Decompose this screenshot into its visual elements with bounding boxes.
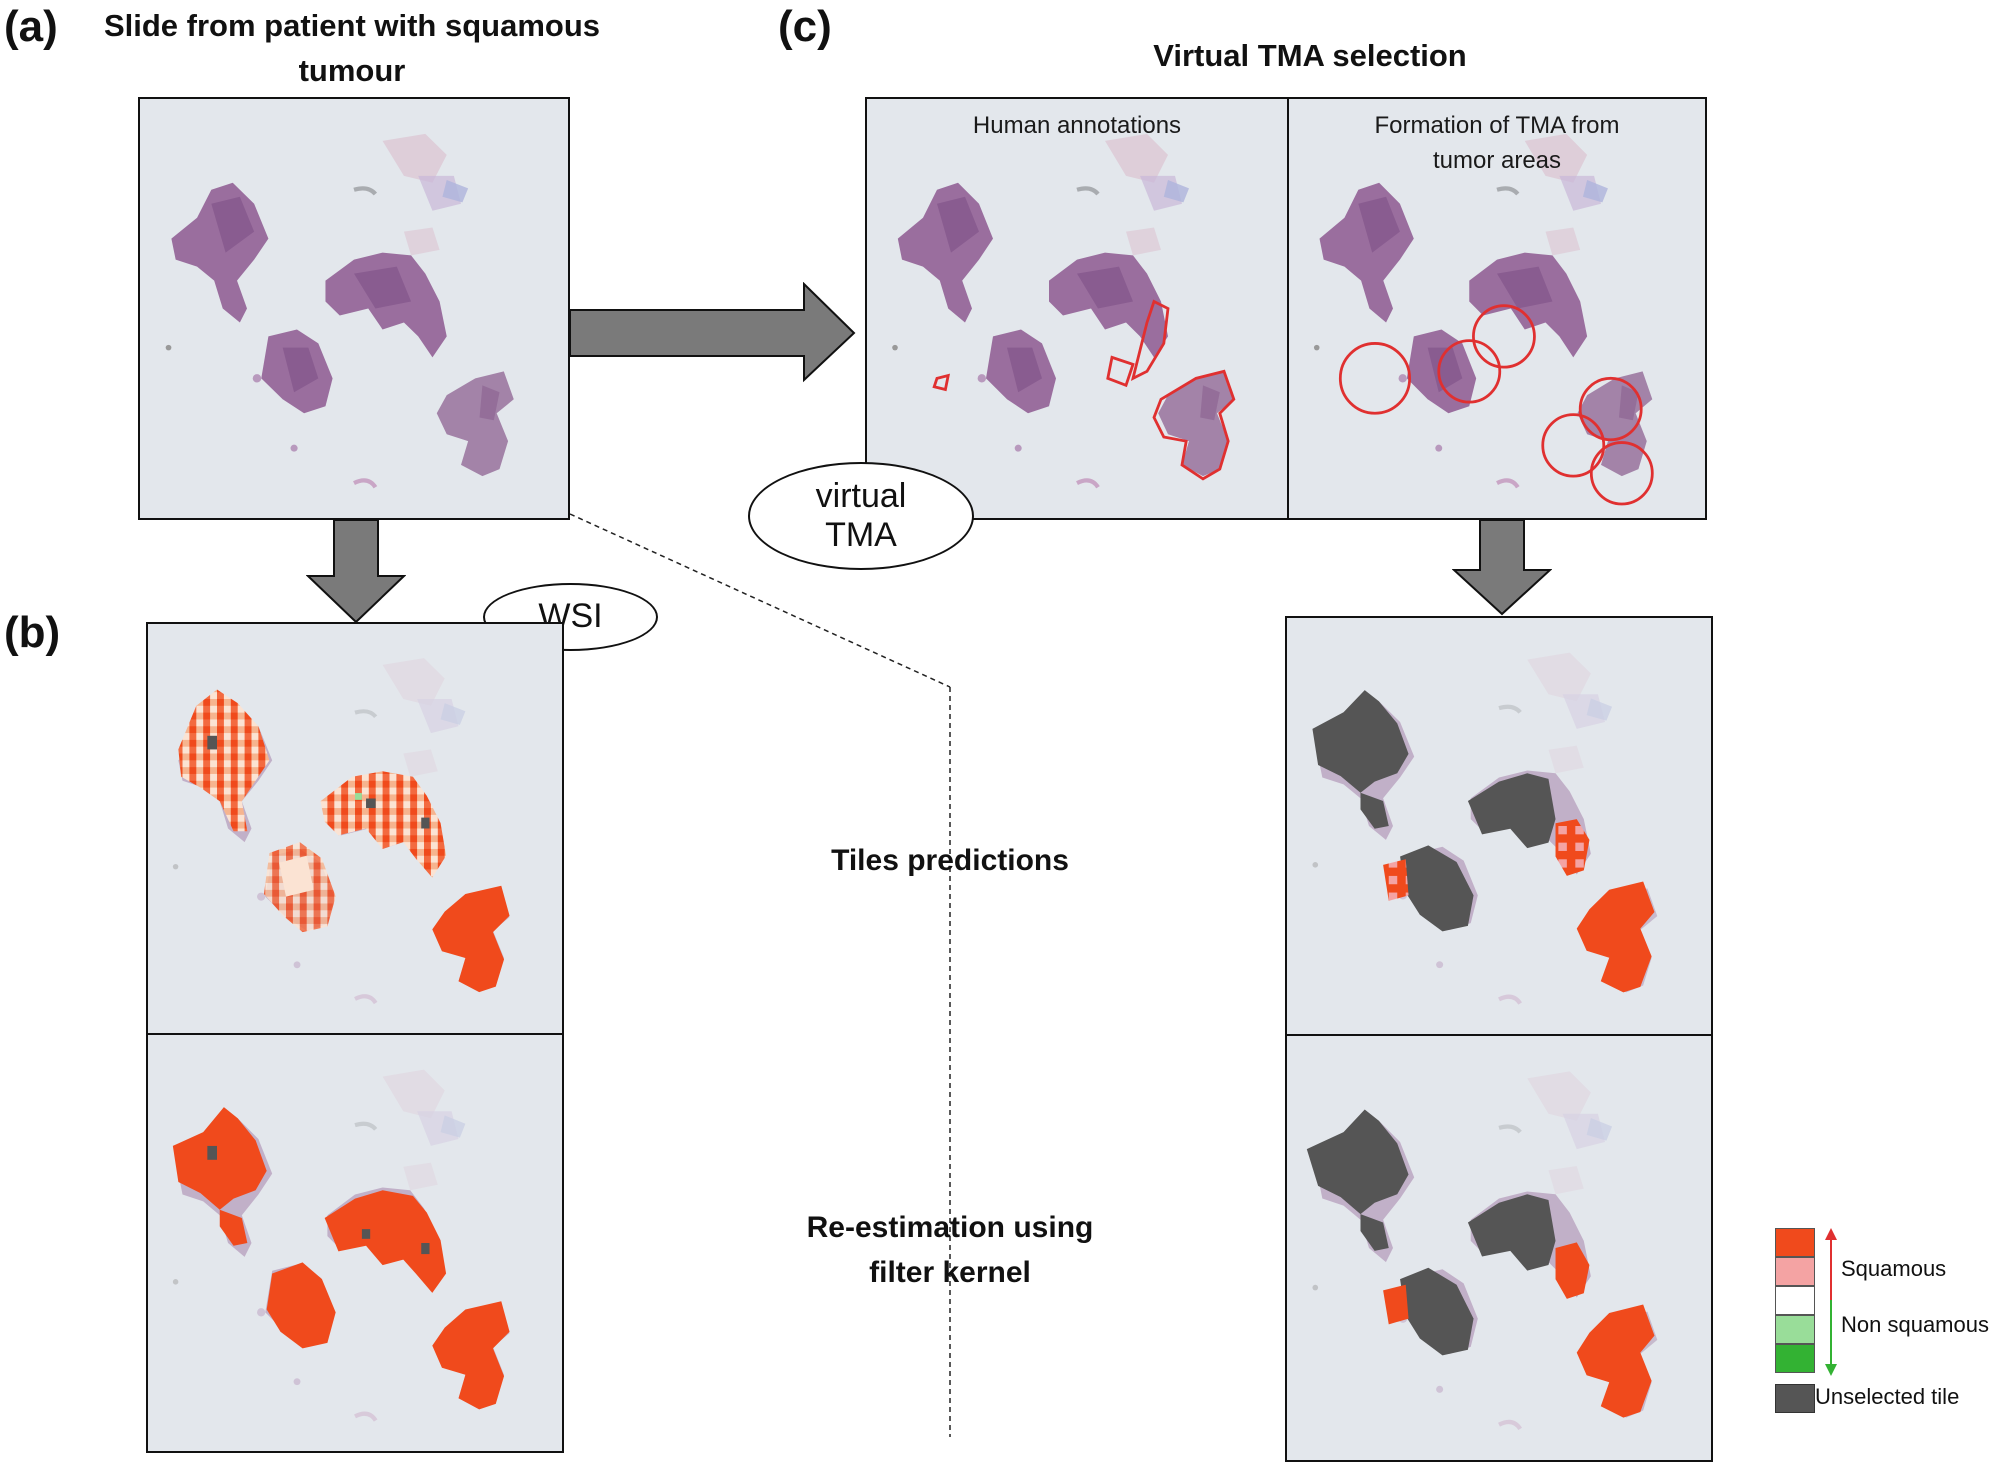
panel-c-title: Virtual TMA selection [1153, 38, 1467, 73]
panel-b-label: (b) [4, 608, 61, 657]
virtual-tma-line1: virtual [815, 476, 907, 515]
wsi-reestimation-image [148, 1035, 562, 1451]
legend-swatch-squamous-strong [1775, 1228, 1815, 1257]
tma-reestimation-image [1306, 1036, 1711, 1460]
virtual-tma-oval: virtual TMA [748, 462, 974, 570]
panel-c-label: (c) [778, 2, 832, 51]
legend-swatch-unselected [1775, 1384, 1815, 1413]
panel-a-title-line2: tumour [298, 52, 406, 88]
panel-a-slide [138, 97, 570, 520]
tma-formation-line1: Formation of TMA from [1374, 112, 1620, 139]
tma-tissue-image [1289, 99, 1705, 506]
reestimation-label: Re-estimation using filter kernel [760, 1205, 1140, 1295]
wsi-tile-predictions-image [148, 624, 562, 1033]
panel-c-tma: Formation of TMA from tumor areas [1287, 97, 1707, 520]
panel-a-title-line1: Slide from patient with squamous [103, 8, 601, 43]
arrow-down-left [306, 519, 406, 624]
tma-formation-label: Formation of TMA from tumor areas [1289, 109, 1705, 179]
tma-tile-predictions-image [1287, 618, 1711, 1034]
legend-squamous-label: Squamous [1841, 1256, 1947, 1281]
human-annotations-label: Human annotations [972, 112, 1182, 139]
slide-tissue-image [140, 99, 568, 518]
reestimation-line2: filter kernel [869, 1256, 1031, 1289]
annotated-tissue-image [867, 99, 1287, 518]
dashed-connector [569, 513, 951, 1437]
legend-non-squamous-label: Non squamous [1841, 1312, 1989, 1337]
legend-scale-arrow [1825, 1228, 1837, 1376]
panel-c-reestimation-tma [1285, 1034, 1713, 1462]
legend-unselected-label: Unselected tile [1815, 1384, 1960, 1409]
panel-b-reestimation-wsi [146, 1033, 564, 1453]
panel-c-tiles-tma [1285, 616, 1713, 1036]
legend-swatch-nonsquamous-light [1775, 1315, 1815, 1344]
panel-c-annotations: Human annotations [865, 97, 1289, 520]
virtual-tma-line2: TMA [825, 516, 897, 554]
legend: Squamous Non squamous Unselected tile [1775, 1228, 2005, 1428]
tma-formation-line2: tumor areas [1432, 146, 1562, 174]
legend-swatch-neutral [1775, 1286, 1815, 1315]
panel-b-tiles-wsi [146, 622, 564, 1035]
panel-a-title: Slide from patient with squamous tumour [72, 4, 632, 94]
tiles-predictions-label: Tiles predictions [831, 844, 1069, 877]
legend-swatch-nonsquamous-strong [1775, 1344, 1815, 1373]
arrow-down-right [1452, 519, 1552, 616]
reestimation-line1: Re-estimation using [806, 1211, 1094, 1244]
panel-a-label: (a) [4, 2, 58, 51]
arrow-right [569, 282, 856, 383]
wsi-oval: WSI [483, 583, 658, 651]
legend-swatch-squamous-light [1775, 1257, 1815, 1286]
